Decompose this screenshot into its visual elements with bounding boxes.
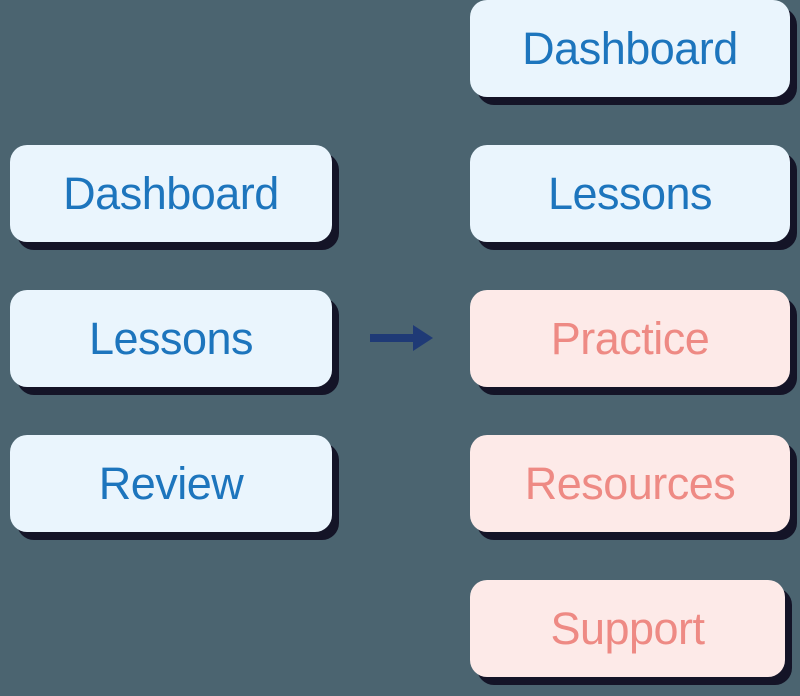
after-nav-item-practice-label: Practice (550, 313, 710, 364)
before-nav-item-review-label: Review (98, 458, 244, 509)
after-nav-item-practice[interactable]: Practice (470, 290, 790, 387)
after-nav-item-resources[interactable]: Resources (470, 435, 790, 532)
after-nav-item-resources-label: Resources (524, 458, 736, 509)
after-nav-item-support[interactable]: Support (470, 580, 785, 677)
right-arrow-icon (368, 318, 436, 358)
before-nav-item-dashboard[interactable]: Dashboard (10, 145, 332, 242)
before-nav-item-dashboard-label: Dashboard (63, 168, 279, 219)
before-nav-item-review[interactable]: Review (10, 435, 332, 532)
before-nav-item-lessons[interactable]: Lessons (10, 290, 332, 387)
after-nav-item-lessons[interactable]: Lessons (470, 145, 790, 242)
after-nav-item-dashboard[interactable]: Dashboard (470, 0, 790, 97)
before-nav-item-lessons-label: Lessons (88, 313, 254, 364)
after-nav-item-lessons-label: Lessons (547, 168, 713, 219)
after-nav-item-dashboard-label: Dashboard (522, 23, 738, 74)
after-nav-item-support-label: Support (550, 603, 705, 654)
